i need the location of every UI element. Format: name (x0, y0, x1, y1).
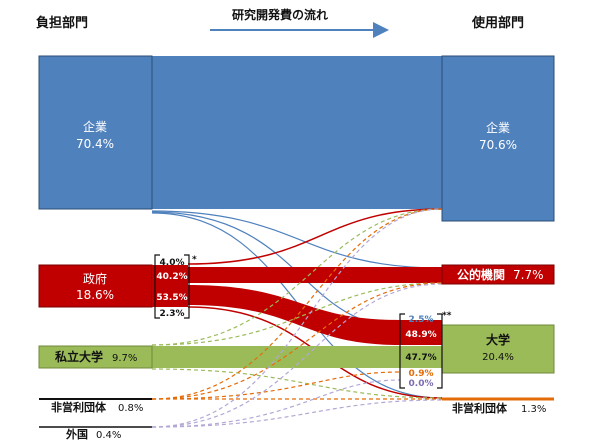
left-company-label: 企業 (83, 119, 107, 134)
gov-to-public-pct: 40.2% (156, 272, 187, 282)
flow-foreign-company (151, 208, 443, 428)
left-node-university (38, 345, 153, 369)
flow-company-company (152, 56, 442, 209)
university-breakdown: 2.5% 48.9% 47.7% 0.9% 0.0% ** (399, 311, 452, 389)
right-nonprofit-value: 1.3% (521, 404, 546, 415)
right-university-label: 大学 (486, 332, 510, 347)
government-band (152, 265, 188, 307)
right-nonprofit-label: 非営利団体 (452, 401, 508, 415)
left-university-label: 私立大学 (54, 349, 103, 364)
left-node-company (38, 55, 153, 210)
right-node-company (441, 55, 555, 222)
flow-nonprofit-university (151, 371, 401, 400)
flow-nonprofit-public (151, 282, 443, 400)
university-band-government (400, 320, 442, 345)
univ-from-government-pct: 48.9% (405, 330, 436, 340)
univ-from-university-pct: 47.7% (405, 353, 436, 363)
flow-foreign-university (151, 379, 401, 428)
flow-foreign-public (151, 283, 443, 428)
government-breakdown: 4.0% 40.2% 53.5% 2.3% * (154, 254, 197, 319)
flow-university-nonprofit (151, 368, 443, 399)
gov-to-nonprofit-pct: 2.3% (160, 309, 185, 319)
flow-government-public (188, 267, 442, 283)
flow-university-university (152, 346, 400, 368)
gov-to-university-pct: 53.5% (156, 293, 187, 303)
right-node-university (441, 324, 555, 374)
gov-breakdown-marker: * (192, 255, 197, 265)
left-foreign-value: 0.4% (96, 430, 121, 441)
left-government-value: 18.6% (76, 288, 114, 302)
right-header: 使用部門 (471, 15, 524, 31)
flow-company-public (151, 210, 443, 269)
right-public-label: 公的機関 (457, 267, 505, 282)
left-government-label: 政府 (83, 271, 107, 286)
left-nonprofit-value: 0.8% (118, 403, 143, 414)
univ-from-foreign-pct: 0.0% (409, 379, 434, 389)
left-header: 負担部門 (36, 15, 88, 31)
left-company-value: 70.4% (76, 137, 114, 151)
right-node-public (441, 264, 555, 285)
university-band-university (400, 346, 442, 368)
right-public-value: 7.7% (513, 268, 544, 282)
univ-breakdown-marker: ** (442, 311, 452, 321)
flow-foreign-nonprofit (151, 399, 443, 428)
left-nonprofit-label: 非営利団体 (51, 400, 107, 414)
flow-government-company (187, 208, 443, 265)
right-university-value: 20.4% (482, 352, 514, 363)
flow-government-university (188, 285, 400, 345)
univ-from-nonprofit-pct: 0.9% (409, 369, 434, 379)
left-foreign-label: 外国 (65, 427, 88, 441)
univ-from-company-pct: 2.5% (409, 315, 434, 325)
left-node-government (38, 264, 153, 308)
flows (151, 56, 443, 428)
left-university-value: 9.7% (112, 353, 137, 364)
right-company-label: 企業 (486, 120, 510, 135)
middle-header: 研究開発費の流れ (232, 7, 328, 22)
gov-to-company-pct: 4.0% (160, 258, 185, 268)
flow-university-public (151, 282, 443, 346)
right-company-value: 70.6% (479, 138, 517, 152)
